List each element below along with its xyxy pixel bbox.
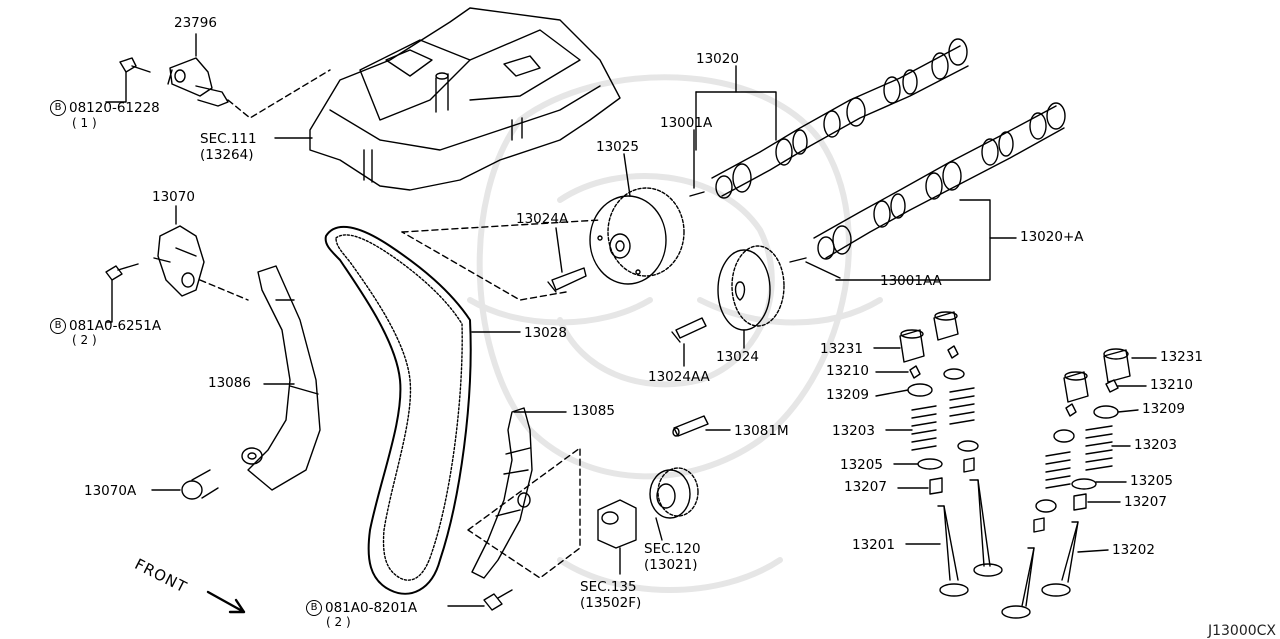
label-left-13205: 13205 (840, 457, 883, 473)
label-right-13207: 13207 (1124, 494, 1167, 510)
label-13085: 13085 (572, 403, 615, 419)
label-081A0-6251A-qty: ( 2 ) (72, 333, 97, 347)
guide-bolt (483, 589, 513, 611)
guide-sensor (227, 69, 331, 119)
label-sec135: SEC.135 (580, 579, 637, 595)
dowel-13001A (689, 191, 705, 197)
label-08120-qty: ( 1 ) (72, 116, 97, 130)
leader-13024A (555, 227, 563, 273)
label-13020A: 13020+A (1020, 229, 1084, 245)
front-arrow-icon (206, 590, 246, 614)
label-23796: 23796 (174, 15, 217, 31)
intake-camshaft (813, 102, 1066, 260)
leader-sec120 (655, 517, 663, 541)
valve-train-right (1001, 348, 1131, 619)
valve-train-left (899, 311, 1003, 597)
label-13025: 13025 (596, 139, 639, 155)
label-13070A: 13070A (84, 483, 137, 499)
label-sec111: SEC.111 (200, 131, 257, 147)
bolt-13024AA (671, 317, 707, 343)
label-right-13231: 13231 (1160, 349, 1203, 365)
label-13081M: 13081M (734, 423, 789, 439)
oil-pump-drive (597, 499, 637, 549)
label-13020: 13020 (696, 51, 739, 67)
label-13028: 13028 (524, 325, 567, 341)
leader-13001AA (805, 261, 841, 279)
label-13001AA: 13001AA (880, 273, 942, 289)
guide-chain (401, 219, 601, 233)
leader-13025 (623, 153, 631, 197)
label-13070: 13070 (152, 189, 195, 205)
tension-guide (471, 407, 533, 579)
leader-08120 (105, 71, 127, 103)
diagram-code: J13000CX (1207, 623, 1276, 639)
label-left-13201: 13201 (852, 537, 895, 553)
bolt-marker-icon: B (50, 100, 66, 116)
label-sec111-sub: (13264) (200, 147, 254, 163)
label-13024: 13024 (716, 349, 759, 365)
timing-chain (324, 226, 472, 595)
guide-13024A (401, 231, 567, 301)
guide-tensioner (199, 279, 249, 301)
sensor-bolt (119, 57, 151, 73)
dowel-13001AA (789, 257, 807, 263)
rocker-cover (309, 7, 621, 191)
guide-13085 (467, 447, 581, 579)
bolt-marker-icon: B (50, 318, 66, 334)
leader-081A0-6251A (105, 279, 113, 323)
label-right-13210: 13210 (1150, 377, 1193, 393)
label-081A0-8201A-qty: ( 2 ) (326, 615, 351, 629)
slack-guide (247, 265, 321, 491)
label-left-13207: 13207 (844, 479, 887, 495)
leader-r13202 (1077, 549, 1109, 553)
bracket-13020A (835, 199, 991, 281)
bolt-13024A (547, 267, 587, 293)
label-right-13205: 13205 (1130, 473, 1173, 489)
label-13086: 13086 (208, 375, 251, 391)
bracket-13020 (695, 91, 777, 141)
bolt-marker-icon: B (306, 600, 322, 616)
leader-l13209 (875, 389, 909, 397)
slack-guide-bolt (241, 447, 263, 465)
sprocket-13025 (589, 187, 685, 285)
label-13001A: 13001A (660, 115, 713, 131)
tensioner-bolt (105, 263, 139, 281)
label-left-13231: 13231 (820, 341, 863, 357)
label-13024A: 13024A (516, 211, 569, 227)
crank-sprocket (649, 467, 699, 519)
label-left-13210: 13210 (826, 363, 869, 379)
exhaust-camshaft (711, 38, 969, 199)
label-right-13209: 13209 (1142, 401, 1185, 417)
label-left-13203: 13203 (832, 423, 875, 439)
label-right-13203: 13203 (1134, 437, 1177, 453)
label-13024AA: 13024AA (648, 369, 710, 385)
pivot-bolt-13070A (181, 469, 219, 500)
chain-tensioner (153, 225, 205, 297)
dowel-pin (672, 415, 709, 437)
camshaft-sensor (167, 57, 229, 107)
label-sec120-sub: (13021) (644, 557, 698, 573)
label-left-13209: 13209 (826, 387, 869, 403)
leader-r13209 (1117, 409, 1139, 413)
label-right-13202: 13202 (1112, 542, 1155, 558)
label-sec120: SEC.120 (644, 541, 701, 557)
label-sec135-sub: (13502F) (580, 595, 642, 611)
